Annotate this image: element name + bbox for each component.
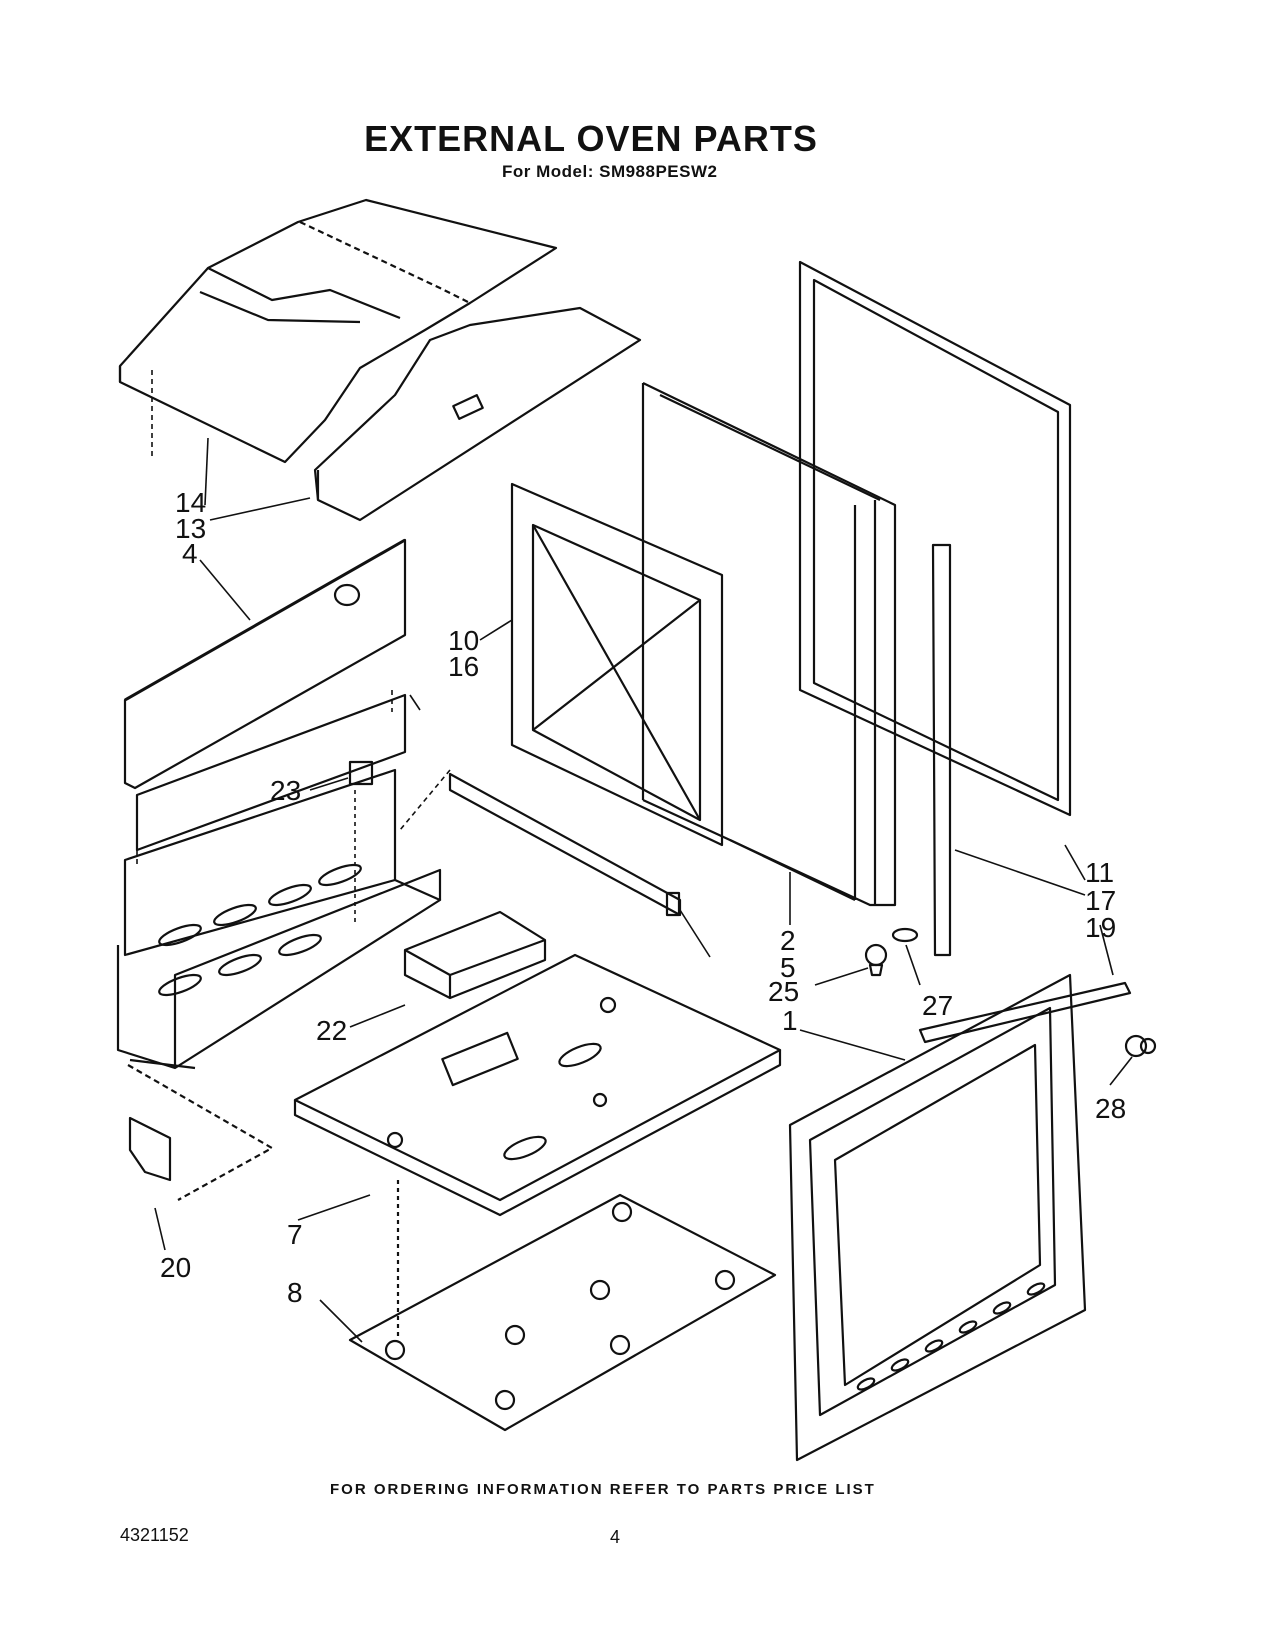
- callout-17: 17: [1085, 885, 1116, 916]
- part-corner-bracket: [127, 1064, 274, 1201]
- part-door-inner: [641, 382, 897, 907]
- part-outer-door: [788, 973, 1087, 1462]
- part-outer-glass: [798, 260, 1072, 817]
- callout-25: 25: [768, 976, 799, 1007]
- callout-27: 27: [922, 990, 953, 1021]
- callout-28: 28: [1095, 1093, 1126, 1124]
- part-handle-bar: [918, 981, 1132, 1044]
- callout-5: 5: [780, 952, 796, 983]
- callout-4: 4: [182, 538, 198, 569]
- document-number: 4321152: [120, 1525, 189, 1545]
- callout-11: 11: [1085, 857, 1114, 888]
- part-top-rail: [313, 306, 642, 522]
- part-trim-strip: [448, 772, 682, 917]
- callout-20: 20: [160, 1252, 191, 1283]
- callout-8: 8: [287, 1277, 303, 1308]
- callout-16: 16: [448, 651, 479, 682]
- callout-14: 14: [175, 487, 206, 518]
- page-number: 4: [610, 1527, 621, 1547]
- part-bottom-tray: [293, 953, 782, 1217]
- callout-7: 7: [287, 1219, 303, 1250]
- part-inner-window: [510, 482, 724, 847]
- part-hardware: [864, 927, 1157, 1058]
- model-subtitle: For Model: SM988PESW2: [502, 162, 718, 181]
- part-electrical-box: [403, 910, 547, 1000]
- callout-22: 22: [316, 1015, 347, 1046]
- callout-19: 19: [1085, 912, 1116, 943]
- part-top-cover: [118, 198, 558, 464]
- page-title: EXTERNAL OVEN PARTS: [364, 118, 818, 159]
- callout-1: 1: [782, 1005, 798, 1036]
- callout-13: 13: [175, 513, 206, 544]
- leader-lines: [136, 370, 1133, 1343]
- callout-2: 2: [780, 925, 796, 956]
- part-side-housing: [116, 768, 442, 1070]
- callout-23: 23: [270, 775, 301, 806]
- part-door-seal: [931, 543, 952, 957]
- part-back-panel: [135, 693, 407, 852]
- callout-10: 10: [448, 625, 479, 656]
- part-upper-panel: [123, 538, 407, 790]
- ordering-note: FOR ORDERING INFORMATION REFER TO PARTS …: [330, 1481, 876, 1498]
- part-floor-plate: [348, 1180, 777, 1432]
